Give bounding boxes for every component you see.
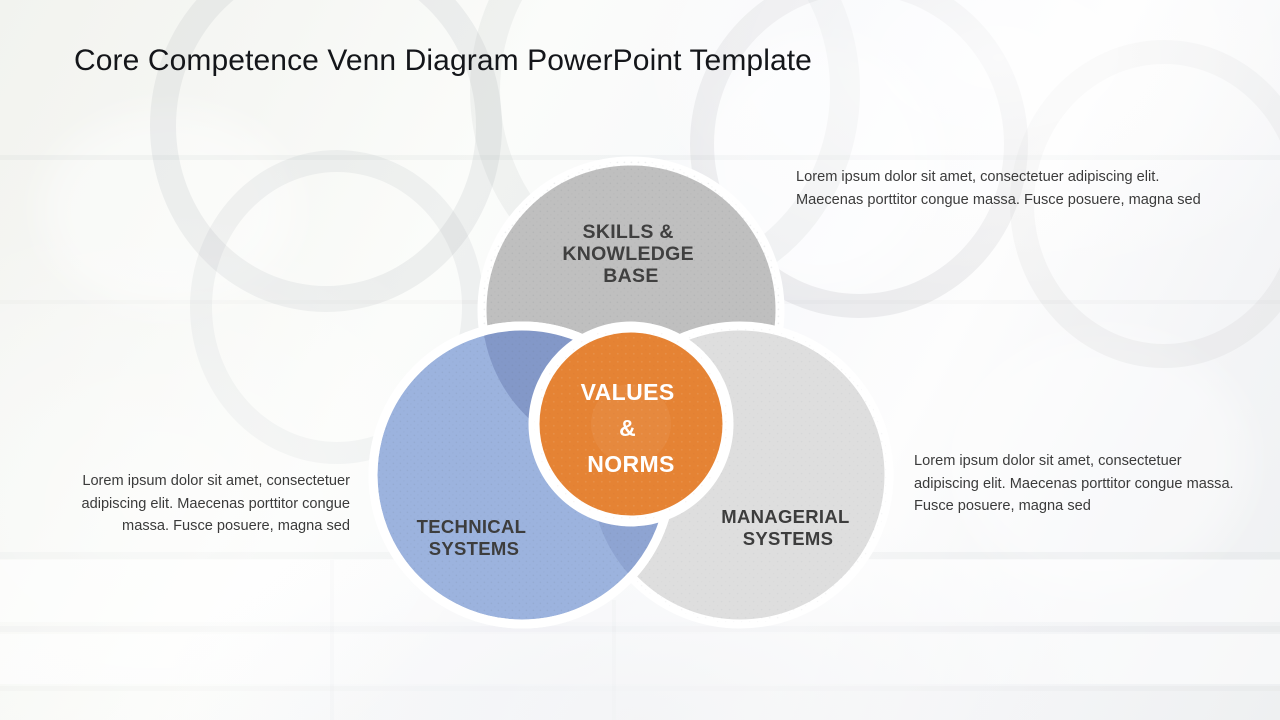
note-managerial-systems: Lorem ipsum dolor sit amet, consectetuer… — [914, 453, 1234, 514]
venn-label-line: SYSTEMS — [429, 538, 520, 559]
venn-label-technical-systems: TECHNICAL SYSTEMS — [417, 516, 532, 559]
circle-highlight-values — [591, 384, 671, 464]
venn-label-line: TECHNICAL — [417, 516, 526, 537]
venn-label-managerial-systems: MANAGERIAL SYSTEMS — [721, 506, 855, 549]
page-title: Core Competence Venn Diagram PowerPoint … — [74, 44, 812, 77]
circle-texture-values — [534, 327, 728, 521]
venn-label-line: MANAGERIAL — [721, 506, 849, 527]
venn-label-line: & — [619, 415, 636, 441]
venn-label-line: VALUES — [581, 379, 675, 405]
venn-label-line: BASE — [603, 265, 658, 287]
venn-label-line: SKILLS & — [583, 221, 674, 243]
venn-label-line: SYSTEMS — [743, 528, 834, 549]
venn-label-line: NORMS — [587, 451, 675, 477]
venn-circle-values-norms[interactable] — [528, 321, 734, 527]
venn-label-line: KNOWLEDGE — [562, 243, 694, 265]
venn-label-values-norms: VALUES & NORMS — [581, 379, 682, 477]
venn-label-skills-knowledge-base: SKILLS & KNOWLEDGE BASE — [562, 221, 699, 287]
note-skills-knowledge-base: Lorem ipsum dolor sit amet, consectetuer… — [796, 169, 1201, 208]
note-technical-systems: Lorem ipsum dolor sit amet, consectetuer… — [81, 473, 350, 534]
